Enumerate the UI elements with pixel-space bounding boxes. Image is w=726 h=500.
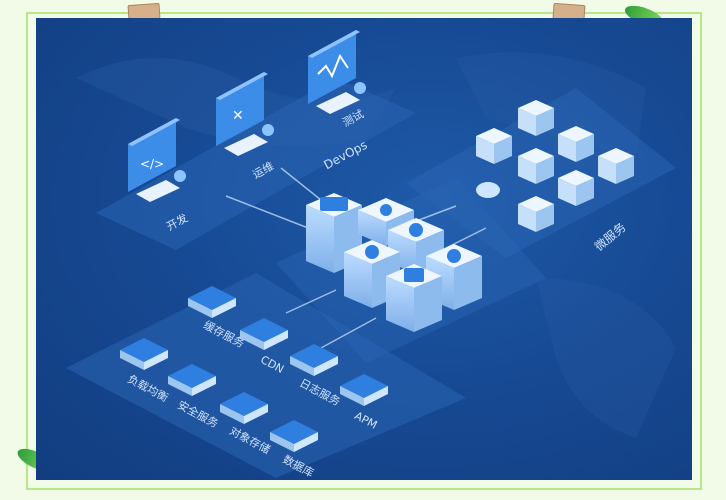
microservice-cube [558, 126, 594, 162]
core-cube [386, 264, 442, 332]
user-search-icon [380, 204, 392, 216]
pulse-icon [317, 53, 349, 79]
microservice-cube [518, 196, 554, 232]
globe-icon [365, 245, 379, 259]
devops-monitor-dev: </> [128, 118, 186, 202]
microservice-cube [598, 148, 634, 184]
core-cube [306, 193, 362, 273]
service-tile-cache [188, 286, 236, 318]
tools-icon: ✕ [232, 108, 244, 124]
user-icon [174, 170, 186, 182]
service-tile-apm [340, 374, 388, 406]
devops-platform [96, 78, 416, 250]
connection-lines [225, 167, 487, 349]
service-tile-storage [220, 392, 268, 424]
microservice-cube [476, 128, 512, 164]
services-platform [66, 273, 466, 478]
refresh-icon [447, 249, 461, 263]
chat-icon [409, 223, 423, 237]
monitor-icon [320, 197, 348, 211]
microservice-cube [518, 148, 554, 184]
page-frame [26, 12, 702, 490]
service-tile-cdn [240, 318, 288, 350]
user-icon [262, 124, 274, 136]
user-icon [354, 82, 366, 94]
database-icon [476, 182, 500, 198]
devops-monitor-test [308, 30, 366, 114]
microservice-cube [558, 170, 594, 206]
devops-monitor-ops: ✕ [216, 72, 274, 156]
world-map-shape [536, 278, 676, 438]
architecture-diagram: </> ✕ [36, 18, 692, 480]
code-icon: </> [140, 157, 164, 171]
service-tile-loadbalance [120, 338, 168, 370]
service-tile-database [270, 420, 318, 452]
service-tile-log [290, 344, 338, 376]
service-tile-security [168, 364, 216, 396]
microservice-cube [518, 100, 554, 136]
diagram-canvas: </> ✕ [66, 30, 676, 478]
check-icon [404, 268, 424, 282]
